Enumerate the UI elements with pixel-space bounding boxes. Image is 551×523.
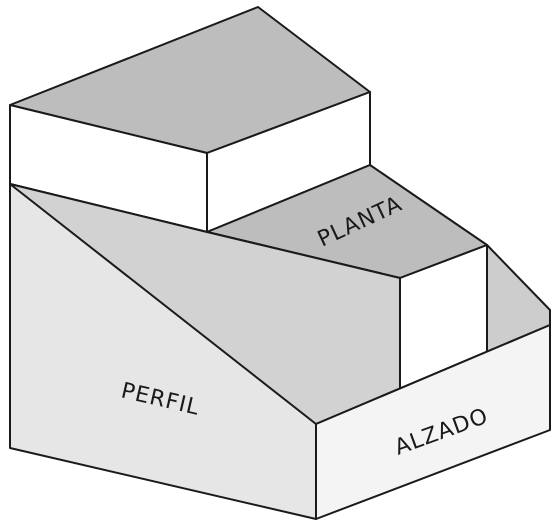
alzado-face [315,324,551,520]
perfil-shadow [9,183,401,425]
